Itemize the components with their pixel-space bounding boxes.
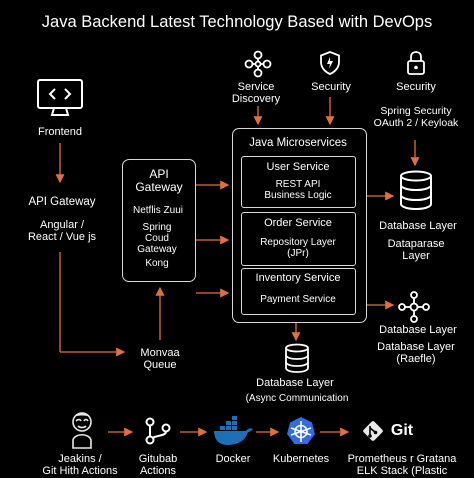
inventory-service-box[interactable] [241, 268, 356, 315]
service-discovery-label: Service Discovery [231, 81, 281, 106]
api-gateway-label: API Gateway [28, 196, 96, 208]
api-item-spring-cloud-gateway: Spring Coud Gateway [137, 222, 177, 256]
inventory-service-name: Inventory Service [255, 272, 341, 284]
async-communication-label: (Async Communication [245, 393, 349, 404]
user-service-box[interactable] [241, 156, 356, 208]
database-icon [400, 170, 432, 210]
kubernetes-icon [287, 417, 315, 444]
security-label-1: Security [311, 81, 351, 93]
git-label: Git [390, 422, 414, 439]
java-microservices-title: Java Microservices [249, 137, 347, 149]
order-service-detail: Repository Layer (JPr) [260, 237, 336, 260]
kubernetes-label: Kubernetes [272, 453, 330, 465]
api-item-zuul: Netflis Zuui [132, 205, 184, 216]
network-nodes-icon [244, 50, 272, 78]
shield-icon [320, 51, 340, 75]
spring-security-label: Spring Security OAuth 2 / Keyloak [373, 105, 459, 129]
git-icon [363, 421, 383, 441]
frontend-frameworks: Angular / React / Vue js [27, 219, 97, 244]
lock-icon [407, 51, 425, 75]
user-service-detail: REST API Business Logic [264, 179, 332, 202]
jenkins-icon [72, 412, 92, 449]
database-layer-label-3: Database Layer [379, 324, 457, 336]
payment-service-label: Payment Service [260, 294, 336, 305]
order-service-box[interactable] [241, 212, 356, 266]
monitor-code-icon [37, 79, 83, 116]
database-layer-label-1: Database Layer [379, 220, 457, 232]
message-queue-label: Monvaa Queue [140, 347, 180, 372]
docker-label: Docker [215, 453, 251, 465]
database-layer-label-2: Dataparase Layer [387, 238, 445, 263]
database-layer-label-4: Database Layer (Raefle) [377, 341, 455, 366]
java-microservices-box [232, 128, 367, 323]
docker-icon [214, 416, 253, 445]
api-gateway-title: API Gateway [135, 167, 183, 195]
order-service-name: Order Service [264, 217, 332, 229]
security-label-2: Security [396, 81, 436, 93]
api-item-kong: Kong [145, 258, 169, 269]
database-icon [285, 343, 309, 373]
frontend-label: Frontend [37, 126, 83, 138]
gitlab-icon [145, 417, 171, 445]
user-service-name: User Service [266, 161, 330, 173]
hub-icon [398, 291, 430, 323]
api-gateway-box [122, 159, 196, 282]
page-title: Java Backend Latest Technology Based wit… [41, 13, 433, 31]
bottom-database-label: Database Layer [256, 377, 334, 389]
